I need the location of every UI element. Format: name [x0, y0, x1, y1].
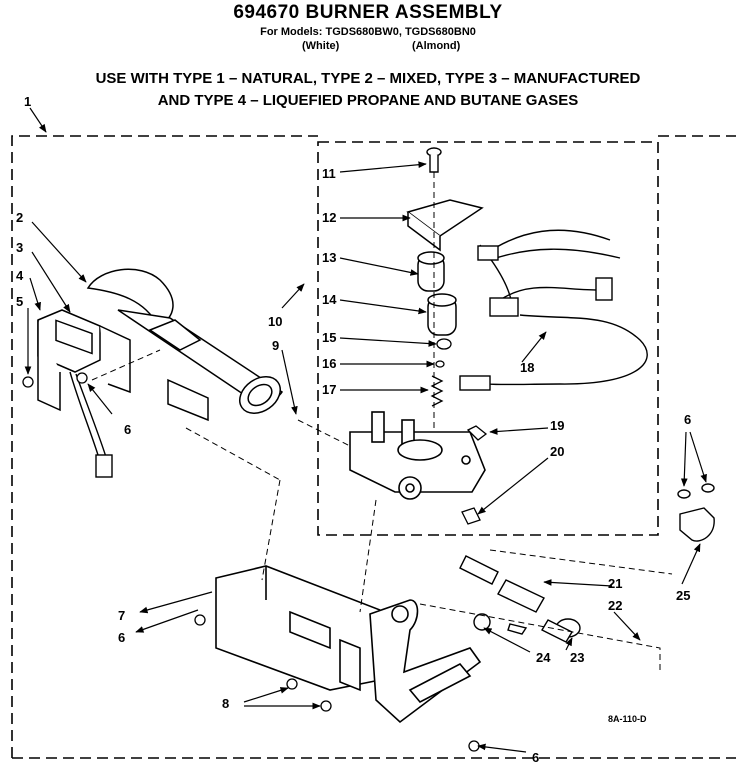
page-title: 694670 BURNER ASSEMBLY	[233, 2, 503, 23]
callout-16: 16	[322, 356, 336, 371]
callout-10: 10	[268, 314, 282, 329]
callout-1: 1	[24, 94, 31, 109]
callout-13: 13	[322, 250, 336, 265]
callout-24: 24	[536, 650, 551, 665]
callout-6-bottom: 6	[532, 750, 539, 765]
igniter-bracket	[37, 309, 131, 412]
leader-arrows	[24, 107, 707, 753]
color-almond-label: (Almond)	[412, 40, 461, 52]
callout-23: 23	[570, 650, 584, 665]
callout-labels: 1 2 3 4 5 6 6 6 6 7 8 9 10 11 12 13 14 1…	[16, 94, 691, 765]
callout-7: 7	[118, 608, 125, 623]
valve-small-parts	[430, 338, 452, 407]
mounting-plate	[215, 565, 381, 692]
screws	[22, 372, 480, 752]
callout-19: 19	[550, 418, 564, 433]
callout-8: 8	[222, 696, 229, 711]
callout-2: 2	[16, 210, 23, 225]
gas-types-line-2: AND TYPE 4 – LIQUEFIED PROPANE AND BUTAN…	[157, 92, 579, 109]
callout-3: 3	[16, 240, 23, 255]
valve-fittings	[461, 425, 488, 525]
burner-tube	[86, 268, 284, 422]
bracket-screw	[426, 147, 442, 173]
valve-coils	[417, 251, 457, 336]
callout-6-left: 6	[124, 422, 131, 437]
color-white-label: (White)	[302, 40, 340, 52]
callout-6-clamp: 6	[684, 412, 691, 427]
callout-21: 21	[608, 576, 622, 591]
gas-types-line-1: USE WITH TYPE 1 – NATURAL, TYPE 2 – MIXE…	[95, 70, 641, 87]
callout-9: 9	[272, 338, 279, 353]
pipe-clamp	[677, 483, 715, 542]
callout-5: 5	[16, 294, 23, 309]
callout-4: 4	[16, 268, 24, 283]
callout-15: 15	[322, 330, 336, 345]
gas-valve-body	[349, 411, 486, 500]
valve-subassembly-outline	[317, 141, 659, 536]
coil-bracket	[406, 199, 484, 252]
callout-14: 14	[322, 292, 337, 307]
base-bracket	[369, 599, 482, 724]
callout-18: 18	[520, 360, 534, 375]
diagram-code: 8A-110-D	[608, 714, 647, 724]
callout-22: 22	[608, 598, 622, 613]
callout-11: 11	[322, 166, 336, 181]
assembly-outline	[11, 135, 736, 759]
callout-25: 25	[676, 588, 690, 603]
callout-20: 20	[550, 444, 564, 459]
wiring-harness	[459, 229, 648, 391]
callout-12: 12	[322, 210, 336, 225]
reference-lines	[91, 172, 673, 672]
inlet-pipe-assembly	[459, 555, 581, 643]
callout-6-plate: 6	[118, 630, 125, 645]
models-line: For Models: TGDS680BW0, TGDS680BN0	[260, 26, 476, 38]
callout-17: 17	[322, 382, 336, 397]
